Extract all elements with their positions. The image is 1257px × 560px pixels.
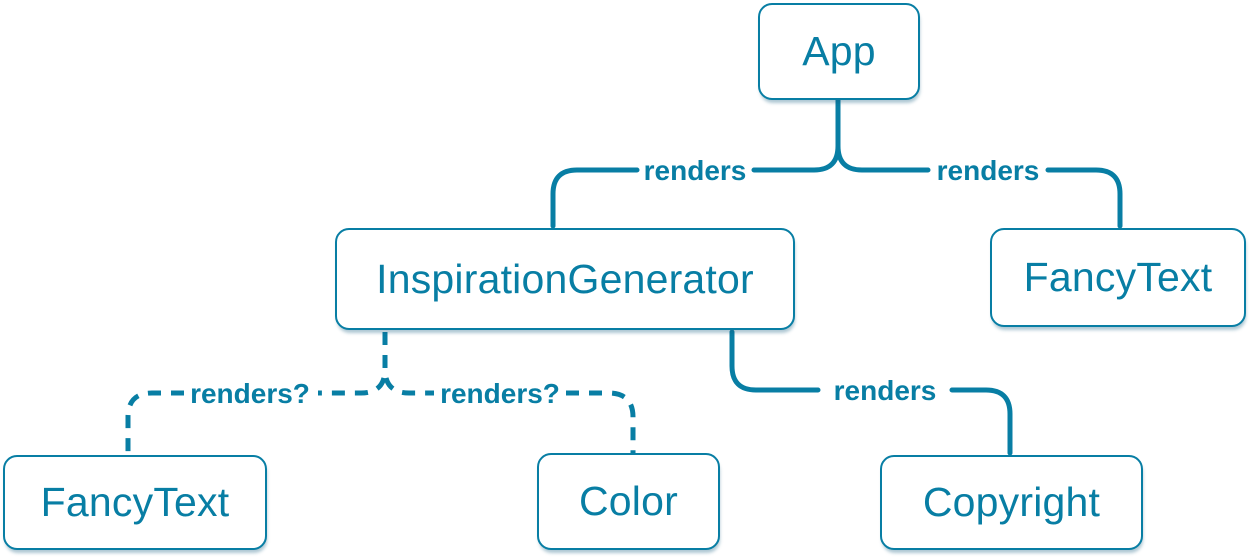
node-fancy-text-right: FancyText: [990, 228, 1246, 327]
node-color: Color: [537, 453, 720, 550]
edge-app-to-inspirationgenerator: [751, 97, 841, 173]
edge-label-renders-maybe: renders?: [190, 378, 310, 409]
node-fancy-text-left-label: FancyText: [40, 479, 230, 525]
edge-inspirationgenerator-to-color-dashed: [382, 332, 434, 396]
edge-label-renders: renders: [644, 155, 747, 186]
node-fancy-text-right-label: FancyText: [1023, 254, 1213, 300]
edge-inspirationgenerator-to-color-dashed: [566, 390, 636, 453]
node-app: App: [758, 3, 920, 100]
node-copyright-label: Copyright: [922, 479, 1101, 525]
edge-inspirationgenerator-to-fancytext-dashed: [318, 332, 388, 396]
edge-label-renders: renders: [834, 375, 937, 406]
edge-app-to-fancytext: [1045, 167, 1123, 229]
node-inspiration-generator-label: InspirationGenerator: [376, 255, 754, 302]
edge-inspirationgenerator-to-copyright: [729, 329, 821, 393]
edge-inspirationgenerator-to-copyright: [949, 387, 1013, 456]
node-app-label: App: [802, 28, 876, 74]
edge-app-to-inspirationgenerator: [550, 167, 640, 229]
node-fancy-text-left: FancyText: [3, 455, 267, 550]
edge-label-renders-maybe: renders?: [440, 378, 560, 409]
edge-inspirationgenerator-to-fancytext-dashed: [125, 390, 184, 453]
node-inspiration-generator: InspirationGenerator: [335, 228, 795, 330]
node-color-label: Color: [579, 478, 678, 524]
node-copyright: Copyright: [880, 455, 1143, 550]
edge-app-to-fancytext: [835, 97, 931, 173]
edge-label-renders: renders: [937, 155, 1040, 186]
